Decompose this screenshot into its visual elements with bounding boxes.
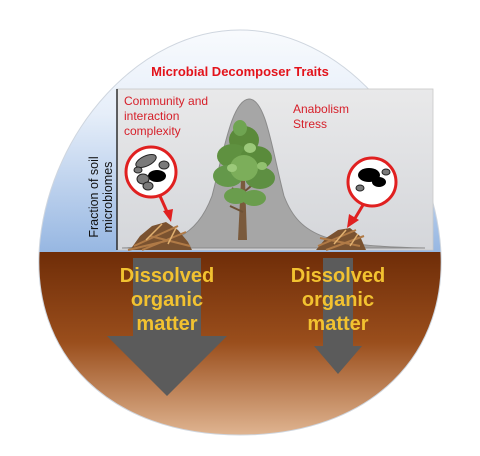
left-dom-label: Dissolved organic matter	[119, 265, 215, 335]
y-axis-label: Fraction of soil microbiomes	[87, 156, 115, 238]
litter-pile-icon	[316, 228, 366, 251]
pointer-arrow-icon	[347, 204, 365, 228]
anabolism-stress-label: Anabolism Stress	[293, 102, 350, 131]
tree-icon	[213, 120, 275, 240]
litter-pile-icon	[127, 222, 192, 251]
right-dom-label: Dissolved organic matter	[290, 265, 386, 335]
pointer-arrow-icon	[158, 195, 173, 222]
diagram-title: Microbial Decomposer Traits	[151, 64, 329, 79]
microbe-community-icon	[124, 145, 178, 199]
community-complexity-label: Community and interaction complexity	[124, 94, 209, 138]
downward-arrow-icon	[314, 258, 362, 374]
microbe-stress-icon	[346, 156, 398, 208]
downward-arrow-icon	[107, 258, 227, 396]
soil-region	[38, 252, 442, 435]
